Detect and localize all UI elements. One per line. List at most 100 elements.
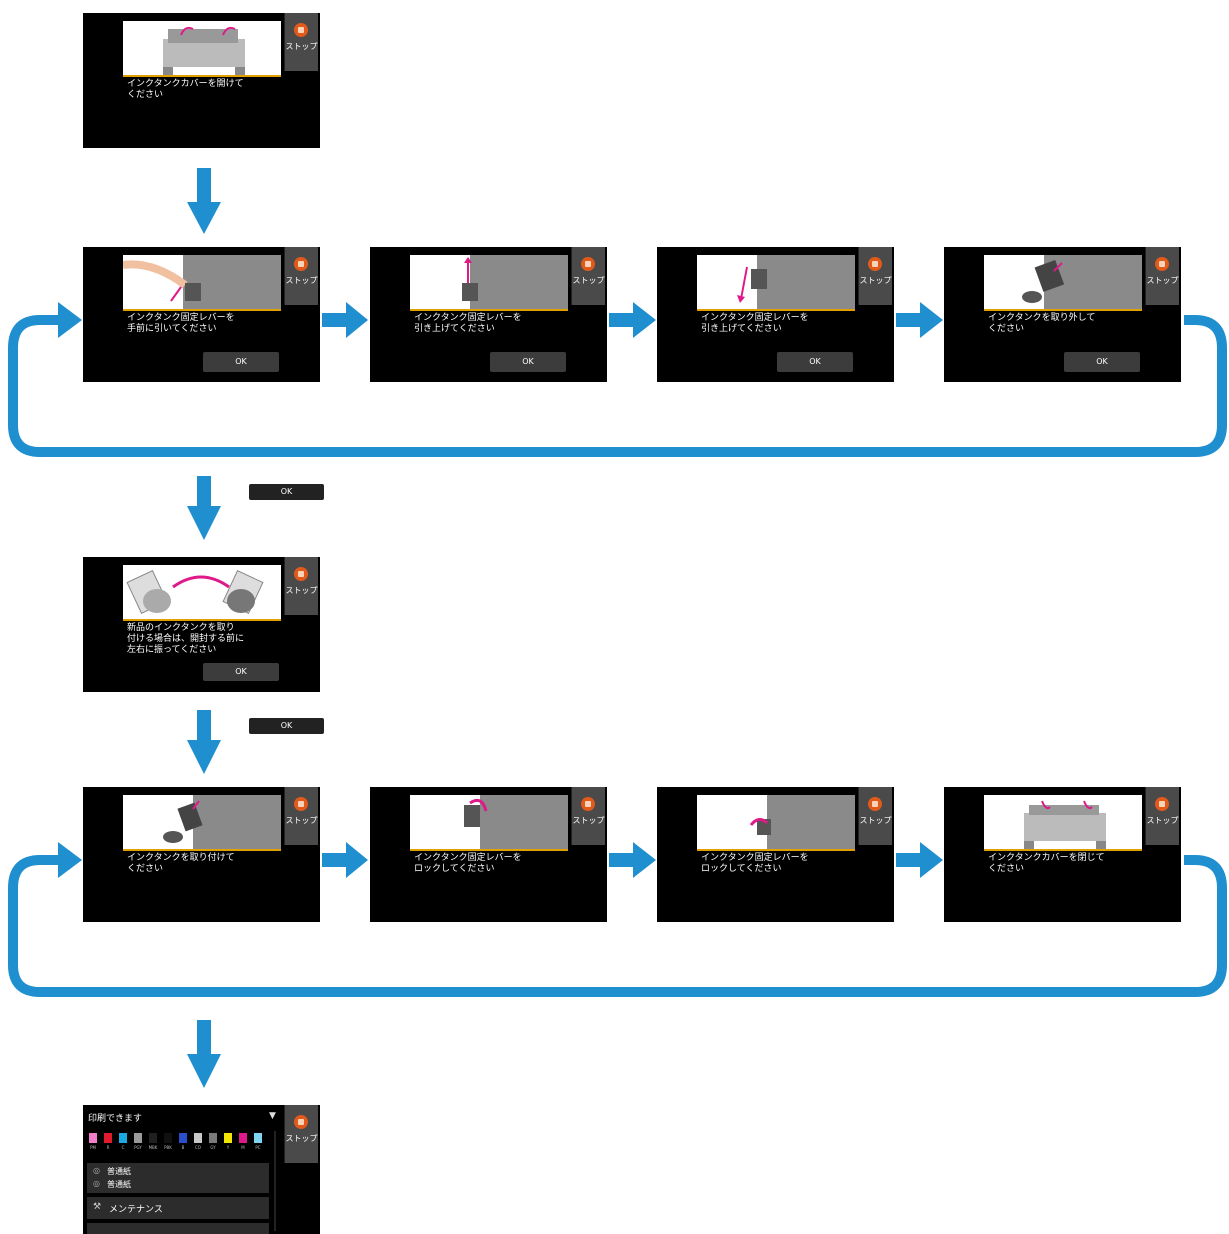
ink-swatch xyxy=(254,1133,262,1143)
divider xyxy=(697,309,855,311)
ink-swatch xyxy=(194,1133,202,1143)
stop-icon xyxy=(294,1115,308,1129)
divider xyxy=(984,849,1142,851)
stop-label: ストップ xyxy=(285,816,318,825)
instruction-message: インクタンク固定レバーを ロックしてください xyxy=(701,853,809,874)
ok-button[interactable]: OK xyxy=(203,663,279,681)
ink-label: C xyxy=(121,1145,125,1150)
stop-icon xyxy=(294,257,308,271)
stop-icon xyxy=(581,257,595,271)
ink-label: M xyxy=(241,1145,245,1150)
divider xyxy=(123,619,281,621)
stop-button[interactable]: ストップ xyxy=(571,247,605,305)
maintenance-label: メンテナンス xyxy=(109,1205,163,1215)
divider xyxy=(123,75,281,77)
ok-button[interactable]: OK xyxy=(490,352,566,372)
ink-label: CO xyxy=(195,1145,201,1150)
printer-cover-illustration xyxy=(984,795,1142,849)
stop-label: ストップ xyxy=(859,816,892,825)
ink-swatch xyxy=(179,1133,187,1143)
screen-close-cover: インクタンクカバーを閉じて ください ストップ xyxy=(944,787,1181,922)
maintenance-row[interactable]: ⚒ メンテナンス xyxy=(87,1197,269,1219)
ok-button[interactable]: OK xyxy=(1064,352,1140,372)
paper-type-1: 普通紙 xyxy=(107,1167,131,1176)
ink-label: B xyxy=(181,1145,185,1150)
divider xyxy=(984,309,1142,311)
ok-button[interactable]: OK xyxy=(777,352,853,372)
ink-swatch xyxy=(89,1133,97,1143)
screen-remove-tank: インクタンクを取り外して ください ストップ OK xyxy=(944,247,1181,382)
stop-icon xyxy=(868,797,882,811)
stop-button[interactable]: ストップ xyxy=(858,787,892,845)
stop-button[interactable]: ストップ xyxy=(284,557,318,615)
stop-button[interactable]: ストップ xyxy=(1145,247,1179,305)
instruction-message: インクタンクカバーを開けて ください xyxy=(127,79,244,100)
instruction-message: インクタンク固定レバーを 手前に引いてください xyxy=(127,313,235,334)
instruction-message: インクタンク固定レバーを 引き上げてください xyxy=(701,313,809,334)
ink-label: PBK xyxy=(164,1145,172,1150)
screen-lock-lever-2: インクタンク固定レバーを ロックしてください ストップ xyxy=(657,787,894,922)
lock-lever-illustration xyxy=(410,795,568,849)
divider xyxy=(410,309,568,311)
ink-label: PGY xyxy=(134,1145,142,1150)
screen-shake-tank: 新品のインクタンクを取り 付ける場合は、開封する前に 左右に振ってください スト… xyxy=(83,557,320,692)
stop-button[interactable]: ストップ xyxy=(284,247,318,305)
instruction-message: 新品のインクタンクを取り 付ける場合は、開封する前に 左右に振ってください xyxy=(127,623,245,655)
lever-illustration xyxy=(697,255,855,309)
partial-row[interactable] xyxy=(87,1223,269,1234)
stop-icon xyxy=(1155,797,1169,811)
ok-button-hint: OK xyxy=(249,718,324,734)
shake-tank-illustration xyxy=(123,565,281,619)
ink-swatch xyxy=(239,1133,247,1143)
instruction-message: インクタンク固定レバーを 引き上げてください xyxy=(414,313,522,334)
screen-lock-lever: インクタンク固定レバーを ロックしてください ストップ xyxy=(370,787,607,922)
stop-label: ストップ xyxy=(1146,816,1179,825)
stop-icon xyxy=(294,23,308,37)
stop-button[interactable]: ストップ xyxy=(284,787,318,845)
stop-label: ストップ xyxy=(859,276,892,285)
stop-button[interactable]: ストップ xyxy=(1145,787,1179,845)
lever-illustration xyxy=(410,255,568,309)
stop-label: ストップ xyxy=(572,816,605,825)
stop-icon xyxy=(1155,257,1169,271)
screen-open-cover: インクタンクカバーを開けて ください ストップ xyxy=(83,13,320,148)
tank-insert-illustration xyxy=(123,795,281,849)
stop-label: ストップ xyxy=(285,586,318,595)
stop-button[interactable]: ストップ xyxy=(284,13,318,71)
scrollbar[interactable] xyxy=(274,1131,276,1231)
instruction-message: インクタンクカバーを閉じて ください xyxy=(988,853,1105,874)
paper-icon: ◎ xyxy=(93,1179,100,1188)
ink-swatch xyxy=(149,1133,157,1143)
paper-type-2: 普通紙 xyxy=(107,1180,131,1189)
ink-swatch xyxy=(224,1133,232,1143)
stop-button[interactable]: ストップ xyxy=(858,247,892,305)
maintenance-icon: ⚒ xyxy=(93,1202,102,1212)
lock-lever-illustration xyxy=(697,795,855,849)
instruction-message: インクタンクを取り付けて ください xyxy=(127,853,235,874)
ink-label: R xyxy=(106,1145,110,1150)
screen-lift-lever-2: インクタンク固定レバーを 引き上げてください ストップ OK xyxy=(657,247,894,382)
divider xyxy=(123,309,281,311)
paper-row[interactable]: ◎ 普通紙 ◎ 普通紙 xyxy=(87,1163,269,1193)
ink-label: Y xyxy=(226,1145,230,1150)
ink-label: MBK xyxy=(148,1145,158,1150)
instruction-message: インクタンクを取り外して ください xyxy=(988,313,1096,334)
ink-label: PC xyxy=(255,1145,261,1150)
screen-lift-lever: インクタンク固定レバーを 引き上げてください ストップ OK xyxy=(370,247,607,382)
filter-icon[interactable]: ▼ xyxy=(269,1111,276,1121)
stop-button[interactable]: ストップ xyxy=(284,1105,318,1163)
ink-label: PM xyxy=(90,1145,96,1150)
ink-swatch xyxy=(104,1133,112,1143)
ok-button[interactable]: OK xyxy=(203,352,279,372)
tank-removal-illustration xyxy=(984,255,1142,309)
ink-swatch xyxy=(164,1133,172,1143)
ink-swatch xyxy=(209,1133,217,1143)
stop-icon xyxy=(294,797,308,811)
ok-button-hint: OK xyxy=(249,484,324,500)
stop-button[interactable]: ストップ xyxy=(571,787,605,845)
ink-swatch xyxy=(134,1133,142,1143)
divider xyxy=(123,849,281,851)
